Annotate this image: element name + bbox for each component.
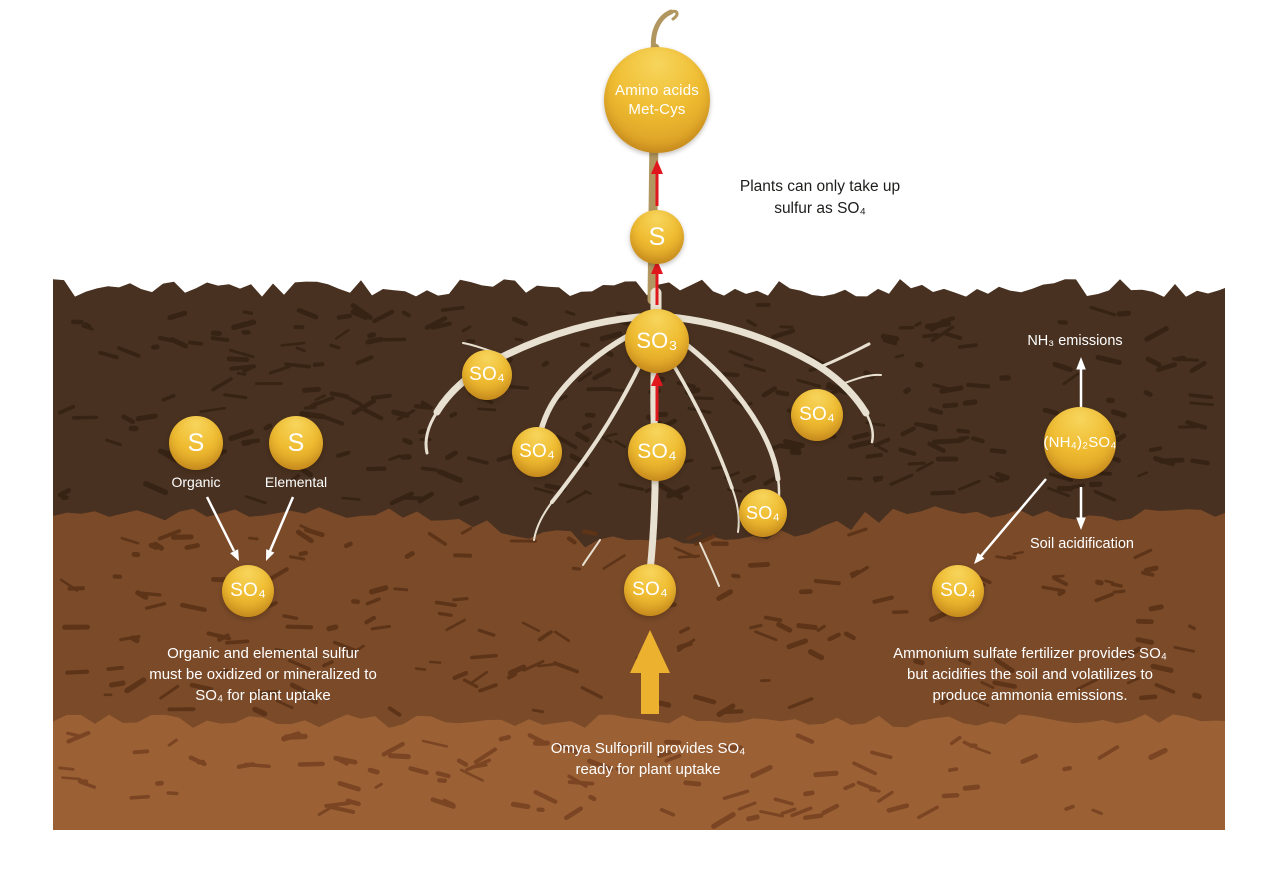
left-caption-line1: Organic and elemental sulfur [167, 645, 359, 662]
center-caption-line1: Omya Sulfoprill provides SO₄ [550, 740, 746, 757]
right-caption-line1: Ammonium sulfate fertilizer provides SO₄ [893, 645, 1167, 662]
so4-root-node-center: SO₄ [628, 423, 686, 481]
uptake-arrow-top [651, 160, 663, 206]
so3-label: SO₃ [636, 328, 678, 354]
so4-root-node-e: SO₄ [739, 489, 787, 537]
so4-label: SO₄ [230, 580, 266, 602]
s-label: S [287, 428, 305, 457]
uptake-callout-line1: Plants can only take up [739, 178, 901, 195]
center-caption: Omya Sulfoprill provides SO₄ ready for p… [551, 738, 746, 780]
right-caption-line3: produce ammonia emissions. [932, 687, 1128, 704]
so4-label: SO₄ [940, 580, 976, 602]
right-caption: Ammonium sulfate fertilizer provides SO₄… [893, 643, 1167, 706]
left-caption-line3: SO₄ for plant uptake [195, 687, 331, 704]
soil-acidification-label: Soil acidification [1030, 536, 1134, 552]
left-caption-line2: must be oxidized or mineralized to [149, 666, 377, 683]
so4-sulfoprill-node: SO₄ [624, 564, 676, 616]
so4-label: SO₄ [469, 364, 505, 386]
process-arrows [205, 357, 1086, 564]
so4-root-node-b: SO₄ [512, 427, 562, 477]
elemental-label: Elemental [264, 474, 328, 490]
soil-acidification-arrow [1076, 487, 1086, 530]
elemental-to-so4-arrow [266, 496, 295, 561]
stem-sulfur-label: S [648, 222, 666, 251]
stem-sulfur-node: S [630, 210, 684, 264]
fertilizer-to-so4-arrow [974, 478, 1047, 564]
nh3-emissions-label: NH₃ emissions [1027, 333, 1123, 349]
so3-node: SO₃ [625, 309, 689, 373]
nh3-emissions-arrow [1076, 357, 1086, 410]
s-label: S [187, 428, 205, 457]
uptake-arrow-root [651, 372, 663, 421]
so4-fertilizer-node: SO₄ [932, 565, 984, 617]
ammonium-sulfate-label: (NH₄)₂SO₄ [1043, 434, 1117, 452]
center-caption-line2: ready for plant uptake [575, 761, 721, 778]
elemental-sulfur-node: S [269, 416, 323, 470]
sulfoprill-supply-arrow [630, 630, 670, 714]
amino-acids-node: Amino acids Met-Cys [604, 47, 710, 153]
organic-label: Organic [171, 474, 221, 490]
ammonium-sulfate-node: (NH₄)₂SO₄ [1043, 407, 1117, 479]
organic-to-so4-arrow [205, 496, 239, 561]
so4-label: SO₄ [746, 502, 780, 523]
amino-acids-line2: Met-Cys [628, 101, 686, 118]
so4-label: SO₄ [799, 404, 835, 426]
uptake-arrow-surface [651, 260, 663, 305]
left-caption: Organic and elemental sulfur must be oxi… [149, 643, 377, 706]
so4-root-node-d: SO₄ [791, 389, 843, 441]
so4-root-node-a: SO₄ [462, 350, 512, 400]
uptake-arrows [651, 160, 663, 421]
uptake-callout-line2: sulfur as SO₄ [774, 200, 866, 217]
so4-label: SO₄ [637, 439, 677, 463]
amino-acids-line1: Amino acids [615, 82, 699, 99]
right-caption-line2: but acidifies the soil and volatilizes t… [907, 666, 1153, 683]
so4-label: SO₄ [632, 579, 668, 601]
organic-sulfur-node: S [169, 416, 223, 470]
so4-oxidized-node: SO₄ [222, 565, 274, 617]
so4-label: SO₄ [519, 441, 555, 463]
uptake-callout: Plants can only take up sulfur as SO₄ [740, 176, 900, 220]
